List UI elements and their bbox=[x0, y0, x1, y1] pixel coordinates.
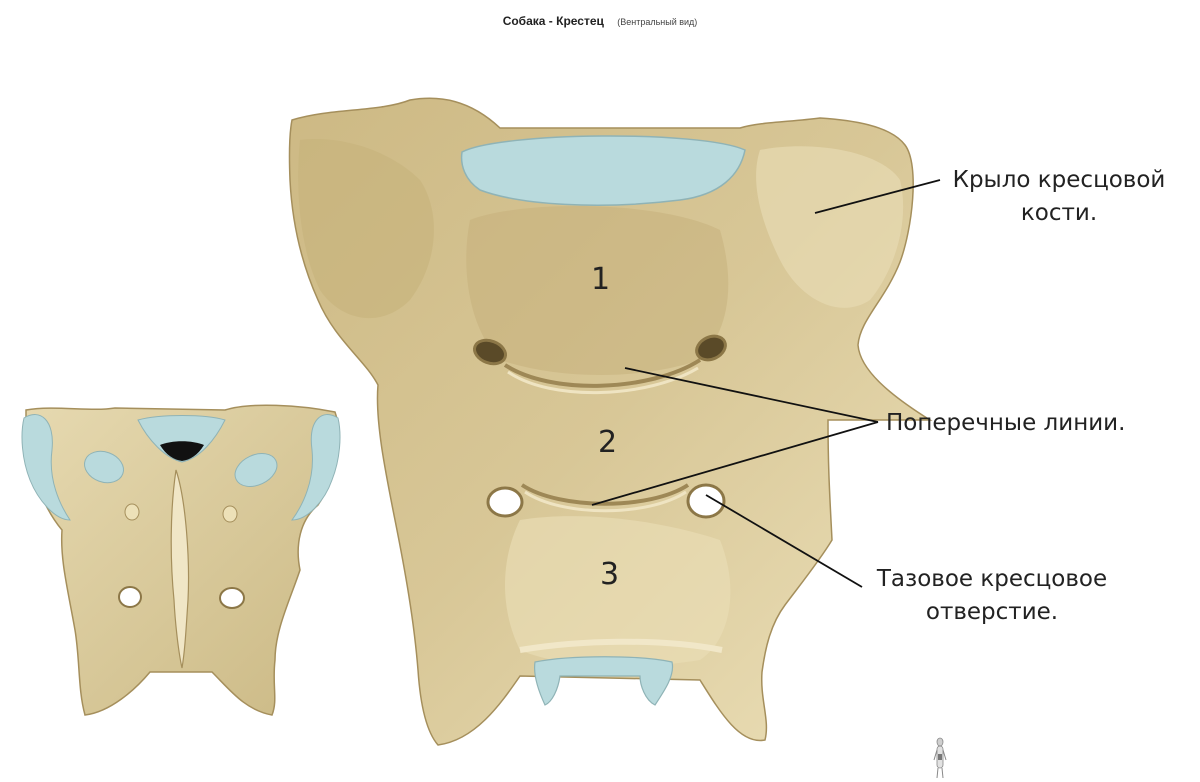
upper-foramen-right bbox=[695, 334, 727, 362]
transverse-line-2 bbox=[520, 483, 690, 506]
small-tubercle-left bbox=[124, 503, 140, 521]
small-dorsal-foramen-right bbox=[219, 587, 245, 609]
leader-lines bbox=[591, 179, 941, 588]
caudal-ridge bbox=[519, 638, 723, 653]
upper-foramen-left bbox=[473, 338, 507, 366]
label-pelvic-foramen: Тазовое кресцовое отверстие. bbox=[862, 563, 1122, 629]
dog-silhouette-icon bbox=[933, 737, 947, 779]
transverse-line-1 bbox=[503, 358, 702, 388]
leader-line-transverse-2 bbox=[591, 421, 879, 506]
small-wing-cartilage-right bbox=[291, 414, 341, 521]
small-dorsal-foramen-left bbox=[118, 586, 142, 608]
small-tubercle-right bbox=[222, 505, 238, 523]
small-facet-left bbox=[84, 450, 124, 484]
vertebra-number-3: 3 bbox=[600, 557, 620, 592]
label-transverse-lines-text: Поперечные линии. bbox=[886, 410, 1126, 436]
leader-line-wing bbox=[814, 179, 941, 214]
label-pelvic-foramen-line-1: Тазовое кресцовое bbox=[876, 566, 1108, 592]
wing-shading-right bbox=[756, 146, 904, 308]
leader-line-transverse-1 bbox=[624, 367, 879, 423]
wing-shading-left bbox=[298, 139, 434, 319]
small-wing-cartilage-left bbox=[21, 414, 71, 521]
title-main: Собака - Крестец bbox=[502, 14, 604, 28]
body-shading-center bbox=[466, 206, 729, 375]
figure-title: Собака - Крестец (Вентральный вид) bbox=[0, 14, 1200, 28]
label-sacral-wing-line-1: Крыло кресцовой bbox=[952, 167, 1166, 193]
sacrum-body bbox=[288, 97, 933, 746]
label-pelvic-foramen-line-2: отверстие. bbox=[925, 599, 1059, 625]
pelvic-foramen-left bbox=[486, 486, 524, 518]
label-sacral-wing-line-2: кости. bbox=[1020, 200, 1098, 226]
caudal-articular-surface bbox=[533, 656, 674, 706]
transverse-line-2-highlight bbox=[524, 490, 687, 513]
vertebra-number-2: 2 bbox=[598, 425, 618, 460]
vertebra-number-1: 1 bbox=[591, 262, 611, 297]
pelvic-foramen-right bbox=[686, 483, 726, 519]
small-vertebral-canal bbox=[137, 415, 226, 463]
label-sacral-wing: Крыло кресцовой кости. bbox=[944, 164, 1174, 230]
small-canal-opening bbox=[160, 441, 204, 461]
sacrum-small-illustration bbox=[21, 404, 341, 716]
lower-shading bbox=[505, 516, 731, 666]
small-median-crest bbox=[170, 469, 190, 669]
small-facet-right bbox=[234, 453, 278, 487]
title-subtitle: (Вентральный вид) bbox=[617, 17, 698, 27]
leader-line-foramen bbox=[705, 494, 863, 588]
cranial-articular-surface bbox=[460, 135, 746, 206]
label-transverse-lines: Поперечные линии. bbox=[886, 407, 1151, 440]
transverse-line-1-highlight bbox=[507, 366, 699, 395]
sacrum-main-illustration bbox=[288, 97, 933, 746]
